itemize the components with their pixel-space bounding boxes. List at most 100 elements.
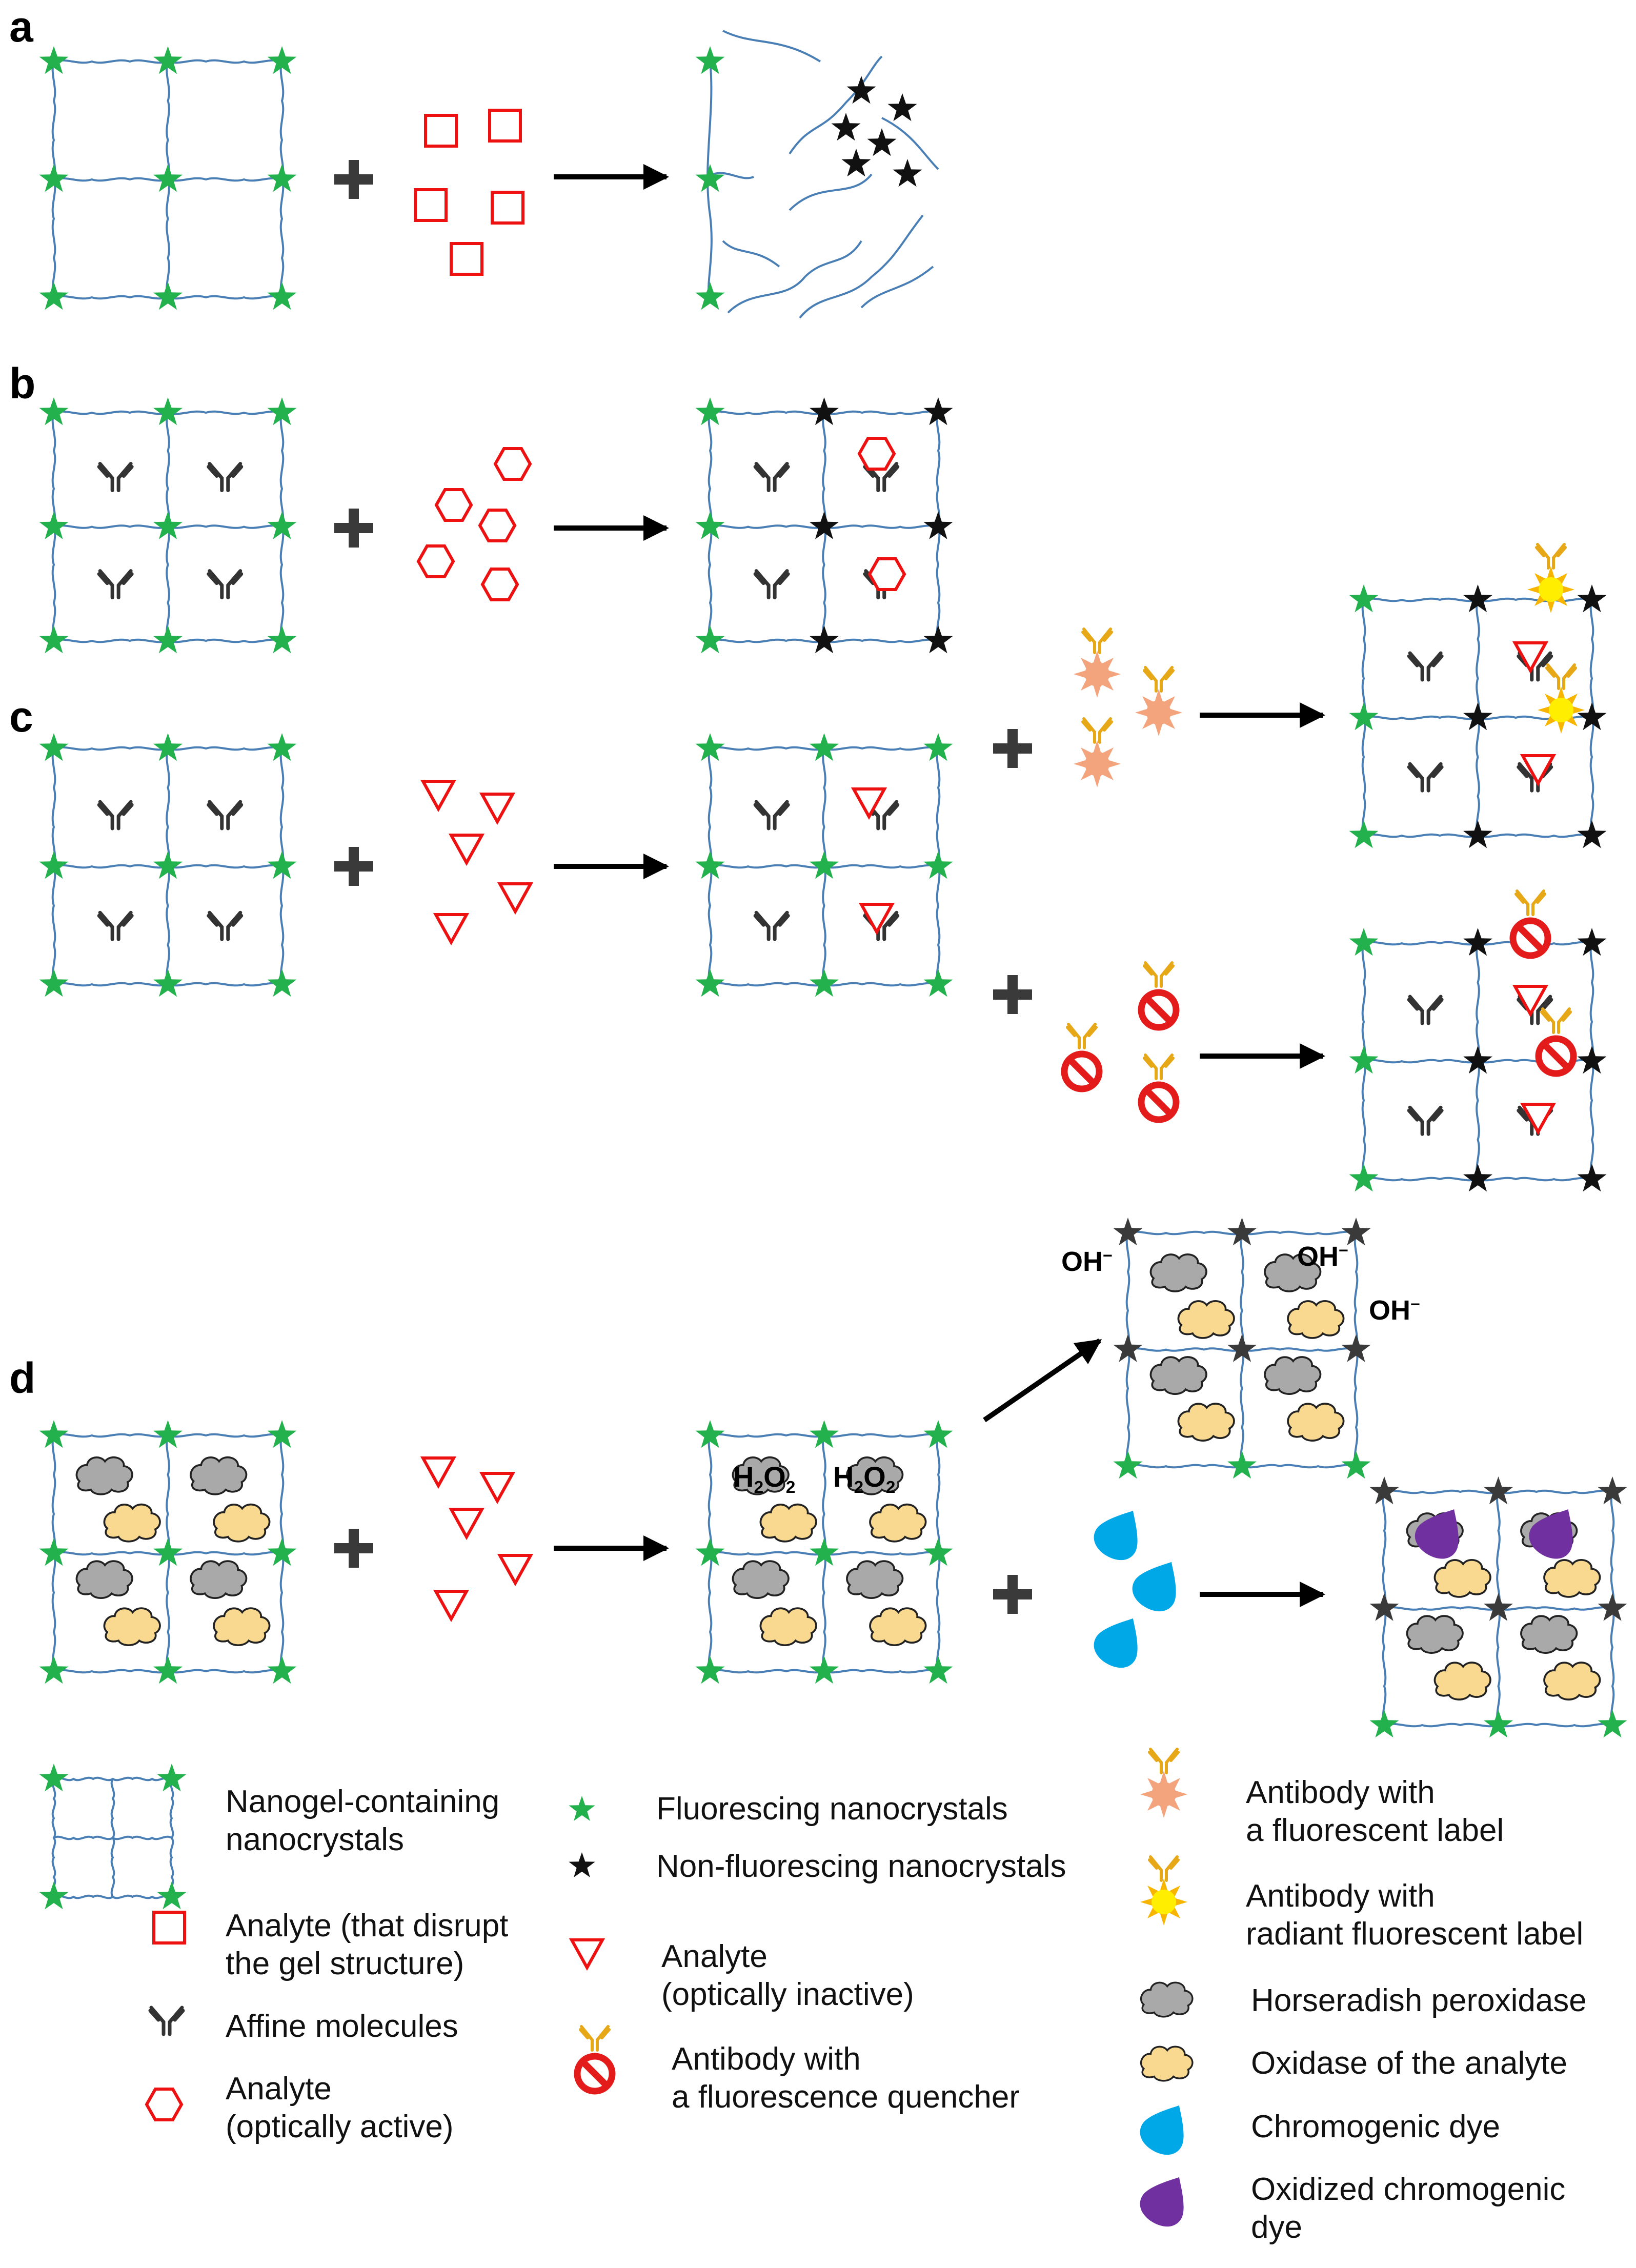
plus-signs	[334, 160, 1032, 1614]
gel-strand	[51, 1778, 56, 1898]
analyte-square-icon	[451, 244, 482, 274]
analyte-triangle-icon	[482, 794, 513, 822]
antibody-quencher-icon	[1513, 891, 1548, 956]
nanocrystal-star-icon	[1113, 1451, 1143, 1479]
nanocrystal-star-icon	[1463, 1164, 1492, 1192]
analyte-triangle-icon	[572, 1940, 602, 1968]
nanocrystal-star-icon	[1341, 1334, 1371, 1362]
legend-non-fluorescing: Non-fluorescing nanocrystals	[656, 1849, 1066, 1884]
horseradish-peroxidase-icon	[190, 1456, 248, 1495]
analyte-square-icon	[154, 1912, 185, 1943]
antibody-icon	[1067, 1024, 1096, 1048]
nanocrystal-star-icon	[923, 1538, 953, 1566]
oxidized-dye-icon	[1522, 1498, 1588, 1566]
legend-affine-molecules: Affine molecules	[226, 2009, 458, 2044]
fluorescent-labelled-antibody-icon	[1074, 719, 1121, 787]
chromogenic-dye-icon	[1087, 1499, 1153, 1568]
nanocrystal-star-icon	[810, 397, 839, 426]
analyte-triangle-icon	[451, 1509, 482, 1537]
oxidase-icon	[213, 1503, 271, 1543]
nanocrystal-star-icon	[39, 1420, 69, 1448]
gel-fragment	[860, 266, 934, 309]
gel-strand	[110, 1778, 115, 1898]
nanocrystal-star-icon	[923, 733, 953, 761]
oxidase-icon	[1177, 1403, 1235, 1442]
antibody-quencher-icon	[1539, 1009, 1573, 1074]
nanocrystal-star-icon	[1598, 1476, 1627, 1505]
nanocrystal-star-icon	[923, 1420, 953, 1448]
analyte-triangle-icon	[500, 1555, 531, 1583]
analyte-hexagon-icon	[482, 569, 517, 600]
antibody-icon	[1144, 667, 1173, 691]
gel-fragment	[789, 173, 873, 211]
chromogenic-dye-icon	[1133, 2094, 1199, 2162]
nanocrystal-star-icon	[846, 76, 876, 104]
nanocrystal-star-icon	[39, 733, 69, 761]
affine-molecule-icon	[99, 802, 132, 828]
affine-molecule-icon	[209, 913, 241, 939]
nanocrystal-star-icon	[1227, 1218, 1257, 1246]
nanocrystal-star-icon	[1369, 1593, 1399, 1621]
nanocrystal-star-icon	[1349, 702, 1379, 731]
nanocrystal-star-icon	[157, 1881, 187, 1910]
nanocrystal-star-icon	[810, 511, 839, 539]
nanocrystal-star-icon	[1349, 928, 1379, 956]
horseradish-peroxidase-icon	[75, 1560, 133, 1599]
nanocrystal-star-icon	[810, 1538, 839, 1566]
oxidized-dye-icon	[1408, 1498, 1474, 1566]
nanocrystal-star-icon	[923, 625, 953, 654]
gel-fragment	[712, 172, 754, 179]
hydroxide-label: OH−	[1297, 1241, 1348, 1272]
nanocrystal-star-icon	[1577, 820, 1607, 848]
nanocrystal-star-icon	[39, 1538, 69, 1566]
gel-fragment	[722, 240, 780, 268]
affine-molecule-icon	[755, 464, 788, 491]
fluorescent-label-core	[1152, 1890, 1176, 1914]
fluorescent-label-core	[1085, 662, 1109, 686]
antibody-icon	[1516, 891, 1545, 915]
gel-fragment	[789, 55, 883, 155]
oxidase-icon	[1287, 1300, 1345, 1339]
quencher-icon	[577, 2056, 612, 2091]
analyte-square-icon	[415, 190, 446, 220]
legend-analyte-active: Analyte (optically active)	[226, 2071, 454, 2144]
affine-molecule-icon	[209, 464, 241, 491]
analyte-hexagon-icon	[436, 490, 471, 520]
nanocrystal-star-icon	[39, 1881, 69, 1910]
nanocrystal-star-icon	[695, 397, 725, 426]
nanocrystal-star-icon	[1341, 1451, 1371, 1479]
nanocrystal-star-icon	[841, 149, 871, 177]
horseradish-peroxidase-icon	[732, 1560, 790, 1599]
nanocrystal-star-icon	[1369, 1476, 1399, 1505]
analyte-hexagon-icon	[147, 2089, 181, 2120]
nanocrystal-star-icon	[1598, 1593, 1627, 1621]
nanocrystal-star-icon	[695, 1538, 725, 1566]
nanocrystal-star-icon	[569, 1796, 595, 1821]
oxidized-dye-icon	[1133, 2165, 1199, 2234]
analyte-triangle-icon	[482, 1473, 513, 1501]
nanocrystal-star-icon	[893, 159, 922, 187]
nanocrystal-star-icon	[1369, 1710, 1399, 1738]
nanocrystal-star-icon	[831, 113, 861, 141]
oxidase-icon	[759, 1503, 817, 1543]
nanocrystal-star-icon	[569, 1852, 595, 1877]
nanocrystal-star-icon	[923, 969, 953, 997]
nanocrystal-star-icon	[1349, 820, 1379, 848]
nanocrystal-star-icon	[39, 511, 69, 539]
affine-molecule-icon	[1409, 997, 1442, 1023]
hydrogen-peroxide-label: H2O2	[833, 1461, 896, 1497]
affine-molecule-icon	[99, 571, 132, 598]
antibody-icon	[1149, 1749, 1178, 1773]
nanocrystal-star-icon	[153, 1538, 183, 1566]
analyte-square-icon	[426, 115, 456, 146]
oxidase-icon	[1177, 1300, 1235, 1339]
nanocrystal-star-icon	[810, 969, 839, 997]
nanocrystal-star-icon	[1484, 1476, 1513, 1505]
fluorescent-labelled-antibody-icon	[1074, 629, 1121, 698]
antibody-icon	[1083, 719, 1112, 742]
nanocrystal-star-icon	[153, 397, 183, 426]
chromogenic-dye-icon	[1087, 1607, 1153, 1675]
nanocrystal-star-icon	[1598, 1710, 1627, 1738]
nanocrystal-star-icon	[39, 1656, 69, 1684]
nanocrystal-star-icon	[153, 1656, 183, 1684]
